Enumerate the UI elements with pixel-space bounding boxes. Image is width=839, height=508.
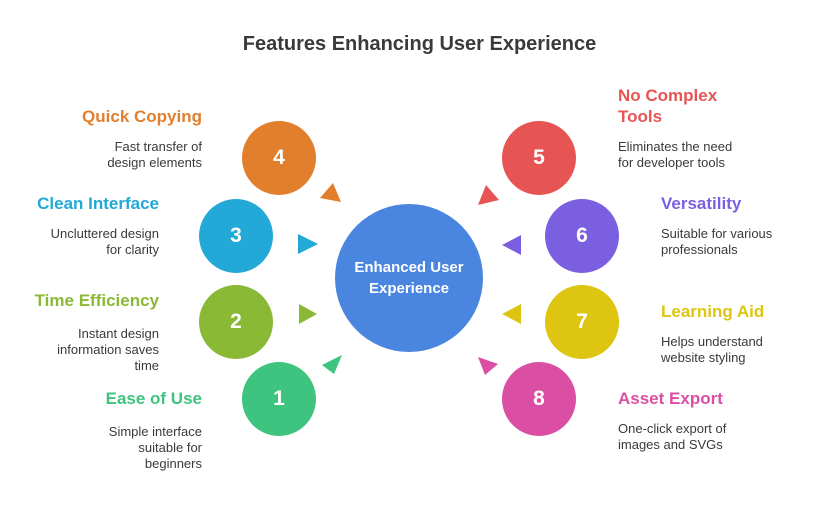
- feature-title-8: Asset Export: [618, 389, 723, 408]
- center-label-line-1: Enhanced User: [354, 259, 464, 276]
- arrow-8: [478, 357, 498, 375]
- feature-number-7: 7: [576, 310, 588, 333]
- feature-description-6: Suitable for various professionals: [661, 226, 773, 257]
- feature-description-4: Fast transfer of design elements: [107, 139, 202, 170]
- feature-circle-8: [502, 362, 576, 436]
- feature-circle-3: [199, 199, 273, 273]
- feature-description-8: One-click export of images and SVGs: [618, 421, 727, 452]
- feature-description-5: Eliminates the need for developer tools: [618, 139, 733, 170]
- arrow-6: [502, 235, 521, 255]
- feature-circle-6: [545, 199, 619, 273]
- feature-number-5: 5: [533, 146, 545, 169]
- feature-number-1: 1: [273, 387, 285, 410]
- arrow-3: [298, 234, 318, 254]
- feature-title-6: Versatility: [661, 194, 742, 213]
- feature-number-8: 8: [533, 387, 545, 410]
- feature-circle-2: [199, 285, 273, 359]
- diagram-title: Features Enhancing User Experience: [242, 33, 597, 55]
- arrow-1: [322, 355, 342, 374]
- arrow-5: [478, 185, 499, 205]
- feature-circle-7: [545, 285, 619, 359]
- feature-title-2: Time Efficiency: [34, 291, 159, 310]
- arrow-4: [320, 183, 341, 202]
- feature-description-7: Helps understand website styling: [661, 334, 763, 365]
- feature-number-2: 2: [230, 310, 242, 333]
- feature-circle-1: [242, 362, 316, 436]
- arrow-2: [299, 304, 317, 324]
- feature-description-3: Uncluttered design for clarity: [50, 226, 159, 257]
- feature-title-7: Learning Aid: [661, 302, 765, 321]
- feature-title-5: No Complex Tools: [618, 86, 718, 126]
- feature-number-3: 3: [230, 224, 242, 247]
- feature-description-1: Simple interface suitable for beginners: [108, 424, 202, 471]
- center-label-line-2: Experience: [368, 280, 450, 297]
- center-circle: [335, 204, 483, 352]
- feature-title-3: Clean Interface: [37, 194, 159, 213]
- feature-circle-5: [502, 121, 576, 195]
- feature-circle-4: [242, 121, 316, 195]
- feature-title-1: Ease of Use: [105, 389, 202, 408]
- arrow-7: [502, 304, 521, 324]
- center-label: Enhanced User Experience: [335, 257, 483, 299]
- feature-title-4: Quick Copying: [82, 107, 202, 126]
- feature-number-6: 6: [576, 224, 588, 247]
- feature-number-4: 4: [273, 146, 285, 169]
- feature-description-2: Instant design information saves time: [57, 326, 159, 373]
